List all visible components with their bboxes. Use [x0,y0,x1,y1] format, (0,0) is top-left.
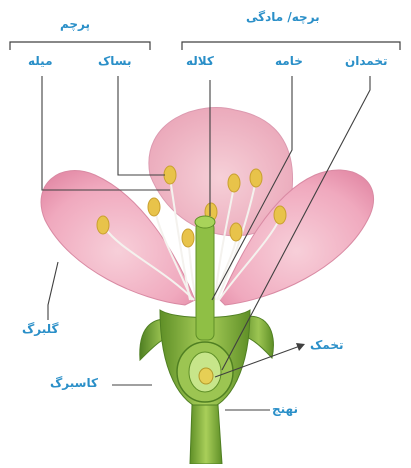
anther-label: بساک [98,54,132,68]
stem [190,405,222,464]
stamen-label: پرچم [60,17,90,31]
stigma-label: کلاله [186,54,214,68]
pistil-bracket [182,42,400,50]
filament-label: میله [28,54,53,68]
ovule-label: تخمک [310,338,344,352]
style-label: خامه [275,54,303,68]
sepal-label: کاسبرگ [50,376,98,390]
pistil-label: برچه/ مادگی [246,10,320,24]
receptacle-label: نهنج [272,402,298,416]
stamen-bracket [10,42,150,50]
petal-label: گلبرگ [22,322,59,336]
stigma [195,216,215,228]
ovule [199,368,213,384]
ovary-label: تخمدان [345,54,388,68]
style [196,222,214,340]
